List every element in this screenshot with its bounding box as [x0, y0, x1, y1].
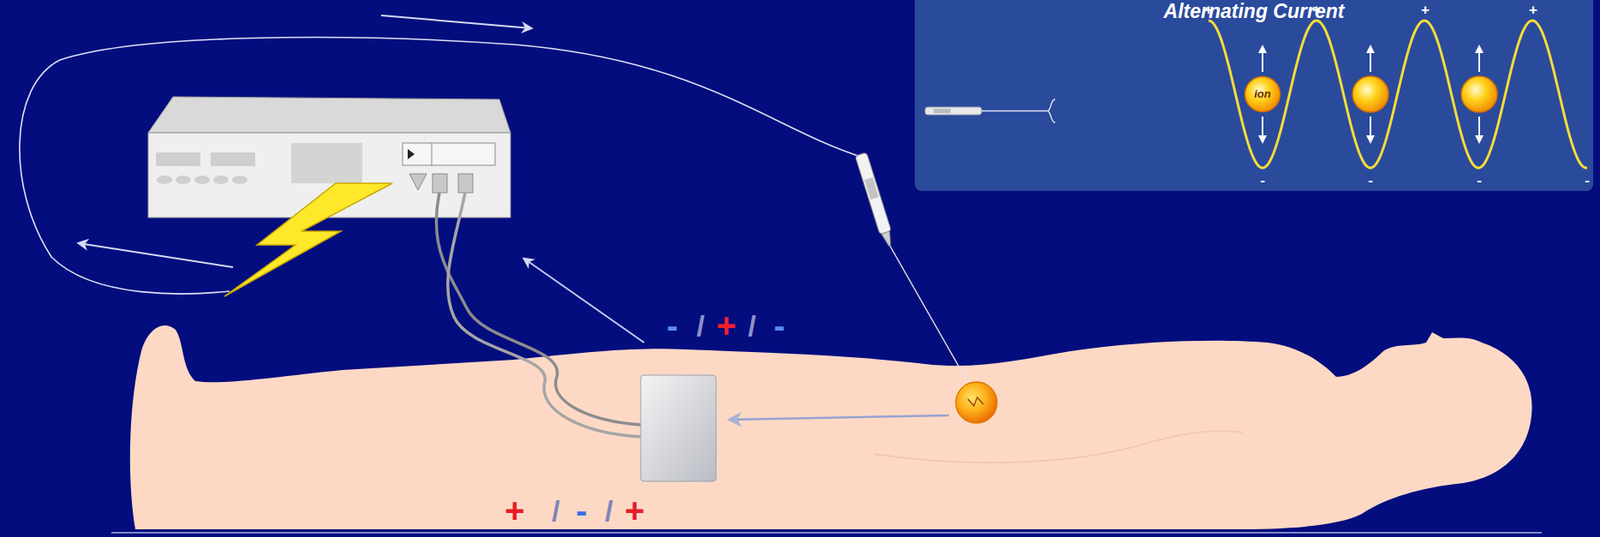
small-electrode-tip — [981, 110, 1047, 113]
electrode-tip — [881, 231, 894, 247]
polarity-sign: + — [1312, 2, 1321, 18]
ion-arrow — [1369, 116, 1372, 143]
pad-cable — [435, 192, 641, 425]
socket — [458, 173, 473, 193]
tissue-spark — [955, 382, 998, 424]
panel-title: Alternating Current — [914, 0, 1594, 23]
bracket — [1047, 99, 1056, 123]
small-electrode-body — [925, 107, 982, 115]
ion-label: ion — [1243, 88, 1282, 102]
generator-top — [148, 96, 511, 133]
current-arrow — [381, 15, 532, 29]
electrode-needle — [889, 245, 970, 386]
polarity-sign: - — [773, 308, 785, 343]
polarity-sign: / — [604, 495, 613, 526]
inset-panel-ground — [914, 0, 1594, 192]
ion-arrow — [1478, 46, 1481, 72]
spark-symbol — [967, 397, 984, 406]
polarity-sign: + — [716, 308, 736, 343]
table — [111, 531, 1542, 534]
socket — [432, 173, 448, 193]
patient-body — [130, 325, 1533, 530]
polarity-sign: / — [696, 310, 705, 341]
polarity-sign: + — [1528, 2, 1538, 18]
ion-particle: ion — [1243, 75, 1282, 114]
indicator — [407, 149, 415, 160]
active-electrode — [854, 152, 896, 248]
patient-arm — [873, 430, 1242, 463]
inset-panel: ion Alternating Current — [914, 0, 1594, 192]
small-electrode — [925, 99, 1056, 123]
electrode-body — [854, 152, 891, 235]
control-knob — [175, 175, 192, 185]
control-knob — [156, 175, 173, 185]
polarity-sign: + — [1204, 2, 1213, 18]
small-electrode-grip — [933, 108, 951, 114]
polarity-sign: - — [1476, 173, 1482, 188]
output-panel — [402, 143, 496, 166]
output-panel-divider — [431, 143, 433, 166]
ion-arrows — [1262, 46, 1480, 143]
control-knob — [194, 175, 210, 185]
ion-particle — [1352, 76, 1389, 113]
ion-arrow — [1478, 116, 1481, 143]
current-arrow — [524, 258, 645, 343]
display-panel — [291, 143, 363, 184]
polarity-sign: / — [551, 495, 560, 526]
ion-arrow — [1261, 116, 1264, 143]
control-knob — [232, 175, 248, 185]
lightning-bolt — [224, 183, 393, 297]
display-window — [155, 152, 201, 167]
dispersive-pad — [640, 375, 717, 482]
polarity-sign: - — [575, 493, 587, 528]
control-knob — [213, 175, 229, 185]
sine-wave — [1208, 20, 1588, 168]
ion-particle — [1461, 76, 1498, 113]
polarity-sign: + — [624, 493, 645, 528]
ion-arrow — [1369, 46, 1372, 72]
polarity-sign: + — [1420, 2, 1430, 18]
pad-cable — [447, 192, 641, 437]
current-arrow — [78, 243, 233, 268]
current-arrow — [729, 415, 950, 420]
electrode-button — [864, 177, 879, 200]
polarity-sign: - — [1259, 173, 1266, 188]
polarity-sign: + — [504, 493, 525, 528]
polarity-sign: - — [1584, 173, 1590, 188]
polarity-sign: / — [747, 310, 756, 341]
ion-arrow — [1261, 46, 1264, 72]
display-window — [210, 152, 256, 167]
polarity-sign: - — [1367, 173, 1374, 188]
socket — [409, 173, 427, 191]
polarity-sign: - — [666, 308, 678, 343]
